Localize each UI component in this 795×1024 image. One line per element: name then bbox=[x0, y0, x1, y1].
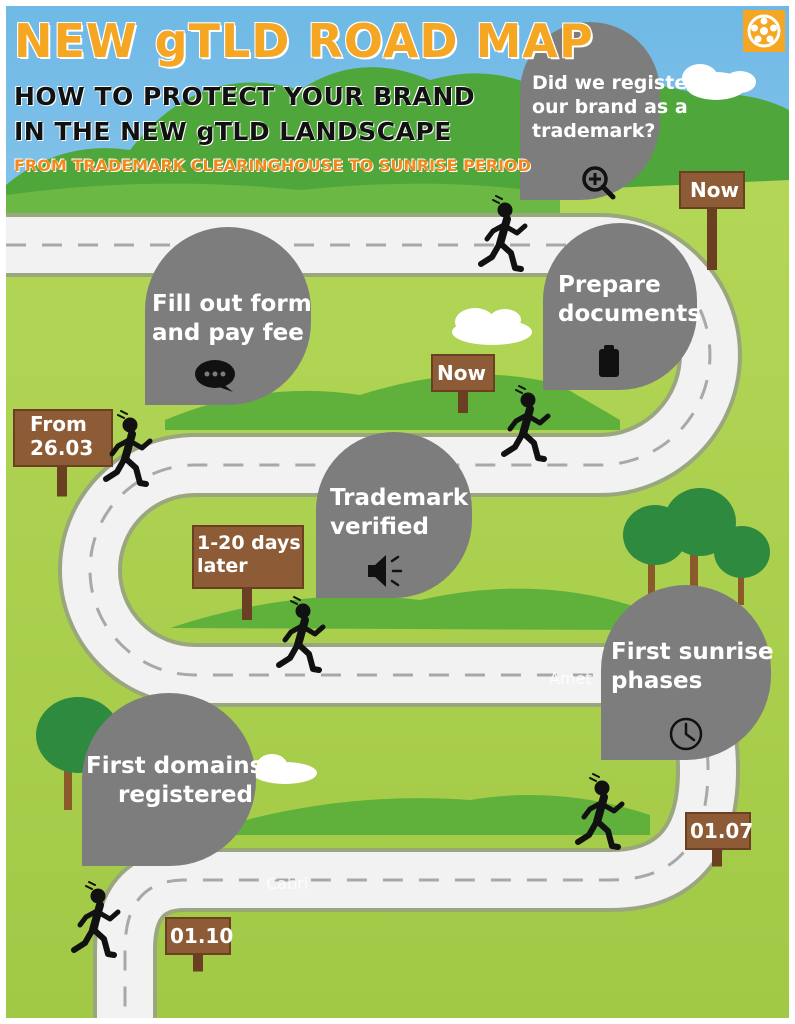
signboard bbox=[13, 409, 113, 467]
step-6-text: First domains registered bbox=[86, 752, 263, 810]
step-text-line: phases bbox=[611, 667, 703, 694]
step-text-line: First sunrise bbox=[611, 639, 774, 665]
step-2-text: Prepare documents bbox=[558, 271, 701, 329]
date-line: later bbox=[197, 554, 248, 577]
speech-bubble bbox=[316, 432, 472, 598]
step-4-text: Trademark verified bbox=[330, 484, 468, 542]
signboard bbox=[431, 354, 495, 392]
date-line: 26.03 bbox=[30, 436, 94, 460]
speech-bubble bbox=[82, 693, 256, 866]
step-text-line: and pay fee bbox=[152, 319, 304, 346]
step-text-line: First domains bbox=[86, 753, 264, 779]
tagline: FROM TRADEMARK CLEARINGHOUSE TO SUNRISE … bbox=[14, 156, 531, 175]
step-1-text: Did we register our brand as a trademark… bbox=[532, 72, 697, 143]
step-text-line: our brand as a bbox=[532, 95, 688, 118]
hill bbox=[170, 588, 640, 630]
subtitle-line: IN THE NEW gTLD LANDSCAPE bbox=[14, 117, 452, 146]
subtitle-line: HOW TO PROTECT YOUR BRAND bbox=[14, 82, 476, 111]
step-text-line: Fill out form bbox=[152, 291, 312, 317]
step-text-line: documents bbox=[558, 300, 701, 327]
step-2-date: Now bbox=[437, 361, 486, 385]
signboard bbox=[165, 917, 231, 955]
step-4-date: 1-20 days later bbox=[197, 532, 301, 578]
date-line: 1-20 days bbox=[197, 532, 301, 554]
background-label: Amet bbox=[549, 669, 592, 688]
step-3-date: From 26.03 bbox=[30, 412, 93, 460]
step-text-line: Prepare bbox=[558, 272, 661, 298]
step-text-line: Did we register bbox=[532, 72, 697, 94]
clock-icon bbox=[669, 717, 703, 751]
step-5-date: 01.07 bbox=[690, 819, 754, 843]
road bbox=[6, 213, 742, 1018]
step-text-line: Trademark bbox=[330, 485, 469, 511]
page-title: NEW gTLD ROAD MAP bbox=[14, 14, 594, 68]
step-text-line: registered bbox=[118, 781, 253, 808]
signboard bbox=[685, 812, 751, 850]
speech-bubble bbox=[520, 22, 660, 200]
speaker-icon bbox=[368, 555, 403, 587]
cloud-icon bbox=[253, 754, 317, 784]
hill bbox=[165, 374, 620, 430]
date-line: From bbox=[30, 412, 87, 436]
signboard bbox=[679, 171, 745, 209]
cloud-icon bbox=[452, 308, 532, 345]
speech-bubble-icon bbox=[195, 360, 235, 392]
signboard bbox=[192, 525, 304, 589]
background-label: Cabri bbox=[266, 874, 309, 893]
step-text-line: trademark? bbox=[532, 119, 656, 142]
clipboard-icon bbox=[599, 345, 619, 377]
step-1-date: Now bbox=[690, 178, 739, 202]
speech-bubble bbox=[145, 227, 311, 405]
tree-icon bbox=[623, 488, 770, 608]
speech-bubble bbox=[543, 223, 697, 390]
magnifier-plus-icon bbox=[582, 166, 616, 200]
step-5-text: First sunrise phases bbox=[611, 638, 774, 696]
step-text-line: verified bbox=[330, 513, 429, 540]
hill bbox=[195, 795, 650, 835]
hill bbox=[6, 183, 560, 220]
film-reel-logo-icon bbox=[743, 10, 785, 52]
speech-bubble bbox=[601, 585, 771, 760]
signpost bbox=[707, 200, 717, 270]
step-3-text: Fill out form and pay fee bbox=[152, 290, 312, 348]
step-6-date: 01.10 bbox=[170, 924, 234, 948]
cloud-icon bbox=[682, 64, 756, 100]
